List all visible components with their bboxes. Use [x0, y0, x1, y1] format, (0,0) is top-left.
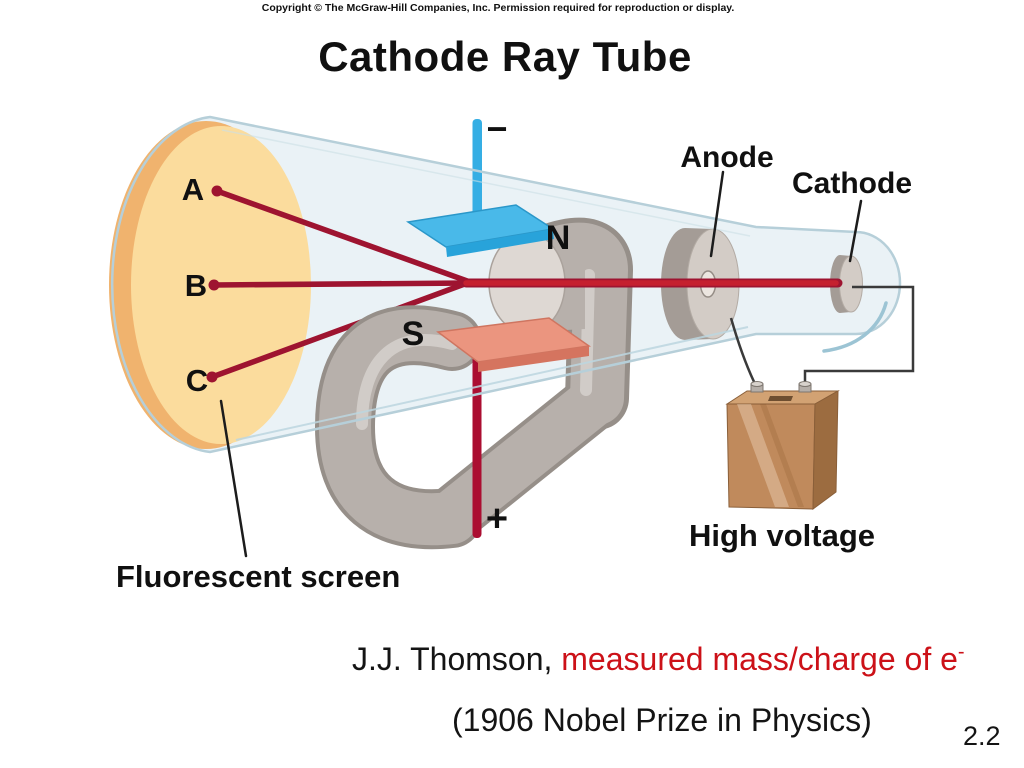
- spot-b-label: B: [184, 268, 208, 303]
- deflection-plate-negative-edge: [446, 229, 554, 257]
- crt-tube-glass-outline: [110, 115, 902, 454]
- battery-terminal-left-cap: [750, 381, 764, 387]
- caption-thomson: J.J. Thomson,: [352, 641, 562, 677]
- anode-label: Anode: [680, 141, 774, 174]
- magnet-south-arm: [318, 309, 478, 546]
- magnet-north-label: N: [545, 219, 571, 257]
- electron-beam-diverging: [209, 188, 473, 380]
- caption-line1: J.J. Thomson, measured mass/charge of e-: [352, 641, 965, 678]
- battery-side-face: [812, 390, 839, 511]
- high-voltage-label: High voltage: [688, 518, 876, 553]
- positive-electrode-rod: [472, 356, 482, 538]
- glass-inner-reflection-bottom: [235, 326, 749, 441]
- beam-to-spot-b: [211, 280, 473, 288]
- caption-line2: (1906 Nobel Prize in Physics): [452, 702, 872, 738]
- caption-highlight-superscript: -: [957, 641, 965, 663]
- spot-c-dot: [206, 371, 218, 383]
- fluorescent-screen-label: Fluorescent screen: [116, 559, 401, 594]
- glass-inner-reflection-top: [221, 129, 751, 237]
- beam-to-spot-a: [214, 188, 473, 285]
- beam-spots: [206, 185, 223, 383]
- spot-a-dot: [211, 185, 223, 197]
- anode-pointer-line: [709, 170, 725, 258]
- positive-sign-label: +: [485, 498, 509, 540]
- cathode-wire: [803, 285, 915, 389]
- page-title: Cathode Ray Tube: [318, 33, 692, 80]
- copyright-notice: Copyright © The McGraw-Hill Companies, I…: [261, 2, 735, 14]
- battery-terminals: [750, 381, 812, 393]
- beam-to-spot-c: [209, 279, 473, 380]
- pointer-lines: [219, 170, 863, 558]
- glass-inner-reflection-cap: [822, 301, 888, 353]
- battery-sheen-light: [737, 404, 789, 507]
- cathode-pointer-line: [848, 199, 863, 263]
- magnet-south-label: S: [401, 315, 425, 353]
- high-voltage-battery: [725, 390, 840, 511]
- slide-number: 2.2: [963, 721, 1001, 751]
- caption-highlight: measured mass/charge of e: [561, 641, 958, 677]
- deflection-plate-positive-edge: [478, 346, 589, 372]
- battery-terminal-right-cap: [798, 381, 812, 387]
- battery-top-slot: [768, 396, 793, 401]
- fluorescent-screen-pointer-line: [219, 399, 248, 558]
- spot-b-dot: [208, 279, 220, 291]
- spot-c-label: C: [185, 363, 209, 398]
- spot-a-label: A: [181, 172, 205, 207]
- cathode-disc-face: [839, 255, 863, 313]
- negative-sign-label: −: [486, 108, 508, 149]
- battery-sheen-dark: [760, 404, 804, 507]
- cathode-label: Cathode: [792, 167, 912, 200]
